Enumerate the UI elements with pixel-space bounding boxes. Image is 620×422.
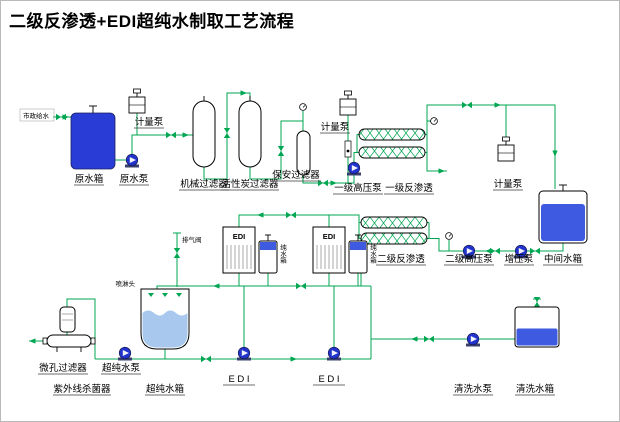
uv-sterilizer-label: 紫外线杀菌器 [53,383,111,395]
edi-caption-2: E D I [318,374,339,385]
raw-water-tank [70,105,116,170]
metering-pump-1 [128,88,146,114]
exhaust-valve-icon [173,248,181,258]
metering-pump-2 [339,90,357,116]
pure-water-tank-2 [348,234,368,274]
pressure-gauge-icon [430,117,438,125]
stage1-ro-label: 一级反渗透 [385,182,433,194]
pressure-gauge-icon [445,232,453,240]
stage2-ro-membranes [360,216,428,245]
flow-arrow-icon [438,168,445,174]
raw-water-tank-label: 原水箱 [75,173,104,185]
flow-arrow-icon [240,90,247,96]
municipal-water-label: 市政给水 [23,111,50,120]
flow-arrow-icon [213,283,220,289]
valve-icon [286,211,296,219]
valve-icon [201,355,211,363]
pressure-gauge-icon [299,103,307,111]
valves-and-fittings [29,90,558,363]
intermediate-tank-label: 中间水箱 [544,253,582,265]
metering-pump-3-label: 计量泵 [494,178,523,190]
ultrapure-pump-label: 超纯水泵 [102,362,141,374]
flow-arrow-icon [182,132,189,138]
piping-network [29,92,564,360]
metering-pump-2-label: 计量泵 [321,121,350,133]
micro-filter [42,334,96,352]
flow-arrow-icon [411,336,418,342]
mechanical-filter [192,96,216,168]
uv-sterilizer [59,306,76,333]
cleaning-pump [465,332,481,347]
pure-water-tank-1 [258,234,278,274]
flow-arrow-icon [485,248,492,254]
valve-icon [166,131,176,139]
valve-icon [296,282,306,290]
spray-head-label: 喷淋头 [116,279,136,288]
ultrapure-tank [140,288,190,350]
edi-unit-1: EDI [222,226,256,274]
page-title: 二级反渗透+EDI超纯水制取工艺流程 [9,12,295,31]
cleaning-tank-label: 清洗水箱 [516,383,554,395]
edi-unit-2-label: EDI [323,232,336,241]
edi-feed-pump-1 [236,346,252,361]
stage2-ro-label: 二级反渗透 [377,253,425,265]
flow-arrow-icon [290,356,297,362]
edi-unit-1-label: EDI [233,232,246,241]
spray-nozzle-icon [176,293,182,297]
micro-filter-label: 微孔过滤器 [39,362,87,374]
ultrapure-pump [117,346,133,361]
valve-icon [223,128,231,138]
valve-icon [277,146,285,156]
valve-icon [533,297,541,307]
carbon-filter-label: 活性炭过滤器 [221,178,279,190]
metering-pump-3 [497,136,515,162]
stage1-ro-membranes [358,128,426,159]
metering-pump-1-label: 计量泵 [135,116,164,128]
stage2-hp-pump-label: 二级高压泵 [445,253,493,265]
edi-caption-1: E D I [228,374,249,385]
valve-icon [424,335,434,343]
valve-icon [462,101,472,109]
pure-water-tank-2-label: 纯水箱 [369,243,377,265]
edi-unit-2: EDI [312,226,346,274]
stage1-hp-pump [346,161,362,176]
carbon-filter [238,96,262,168]
outlet-arrow-icon [29,338,36,344]
flow-arrow-icon [552,150,558,157]
flow-arrow-icon [257,212,264,218]
flowmeter-icon [344,140,352,158]
flow-arrow-icon [494,102,501,108]
pure-water-tank-1-label: 纯水箱 [279,243,287,265]
labels: 市政给水 原水箱 原水泵 计量泵 机械过滤器 活性炭过滤器 保安过滤器 计量泵 … [19,108,583,396]
mechanical-filter-label: 机械过滤器 [180,178,228,190]
spray-nozzle-icon [148,293,154,297]
cleaning-pump-label: 清洗水泵 [454,383,493,395]
raw-water-pump [124,153,140,168]
security-filter-label: 保安过滤器 [272,169,320,181]
security-filter [296,130,311,176]
booster-pump-label: 增压泵 [505,253,534,265]
ultrapure-tank-label: 超纯水箱 [146,383,184,395]
intermediate-tank [538,184,588,244]
spray-nozzle-icon [162,293,168,297]
cleaning-tank [514,306,560,348]
exhaust-valve-label: 排气阀 [182,235,202,244]
edi-feed-pump-2 [326,346,342,361]
stage1-hp-pump-label: 一级高压泵 [334,182,382,194]
raw-water-pump-label: 原水泵 [120,173,149,185]
